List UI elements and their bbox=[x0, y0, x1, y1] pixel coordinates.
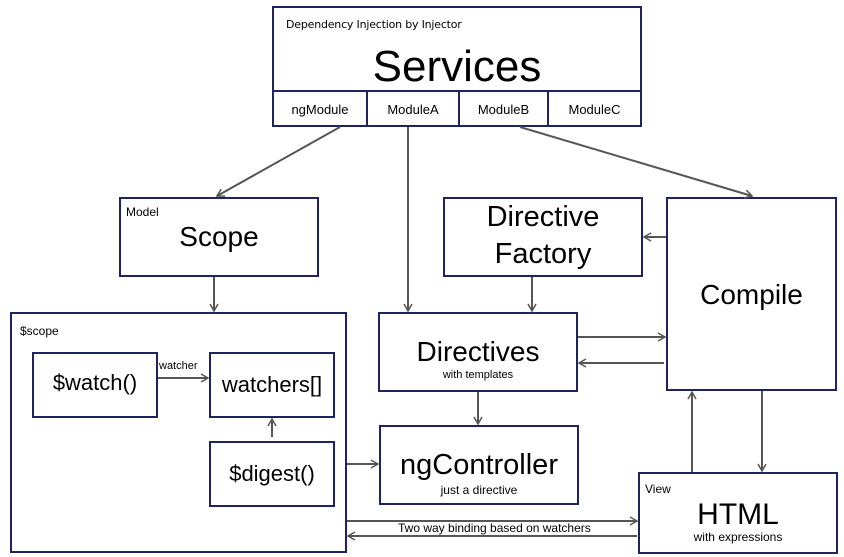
module-ngmodule: ngModule bbox=[274, 92, 368, 126]
services-modules-row: ngModule ModuleA ModuleB ModuleC bbox=[272, 0, 642, 127]
scope-container-caption: $scope bbox=[20, 324, 59, 338]
directive-factory-box: Directive Factory bbox=[443, 197, 643, 277]
html-view-title: HTML bbox=[697, 498, 779, 531]
digest-title: $digest() bbox=[229, 461, 315, 486]
html-view-caption: View bbox=[645, 482, 671, 496]
module-modulea: ModuleA bbox=[368, 92, 460, 126]
directives-subtitle: with templates bbox=[442, 369, 514, 381]
directives-box: Directives with templates bbox=[378, 312, 578, 392]
directives-title: Directives bbox=[416, 336, 540, 367]
directive-factory-line2: Factory bbox=[494, 238, 592, 270]
html-view-box: View HTML with expressions bbox=[638, 472, 838, 554]
scope-box: Model Scope bbox=[119, 197, 319, 277]
html-view-subtitle: with expressions bbox=[693, 530, 783, 544]
binding-label: Two way binding based on watchers bbox=[398, 521, 591, 535]
watch-box: $watch() bbox=[32, 352, 158, 418]
arrow-services-to-scope bbox=[215, 126, 341, 197]
module-modulec: ModuleC bbox=[568, 101, 621, 117]
compile-title: Compile bbox=[700, 279, 803, 310]
watchers-title: watchers[] bbox=[221, 372, 323, 397]
scope-container: $scope bbox=[10, 312, 347, 553]
watch-title: $watch() bbox=[52, 370, 138, 395]
services-title: Services bbox=[372, 42, 542, 91]
services-box: Dependency Injection by Injector Service… bbox=[272, 6, 642, 127]
ngcontroller-title: ngController bbox=[400, 449, 558, 481]
directive-factory-line1: Directive bbox=[486, 201, 600, 233]
watcher-label: watcher bbox=[159, 360, 198, 372]
module-moduleb: ModuleB bbox=[460, 92, 549, 126]
scope-caption: Model bbox=[126, 205, 159, 219]
scope-title: Scope bbox=[179, 221, 259, 252]
modules-divider bbox=[272, 90, 642, 92]
ngcontroller-box: ngController just a directive bbox=[379, 425, 579, 505]
watchers-box: watchers[] bbox=[209, 352, 335, 418]
digest-box: $digest() bbox=[209, 441, 335, 507]
ngcontroller-subtitle: just a directive bbox=[440, 483, 518, 497]
arrow-services-to-compile bbox=[519, 126, 754, 199]
services-caption: Dependency Injection by Injector bbox=[286, 18, 462, 31]
compile-box: Compile bbox=[666, 197, 837, 391]
